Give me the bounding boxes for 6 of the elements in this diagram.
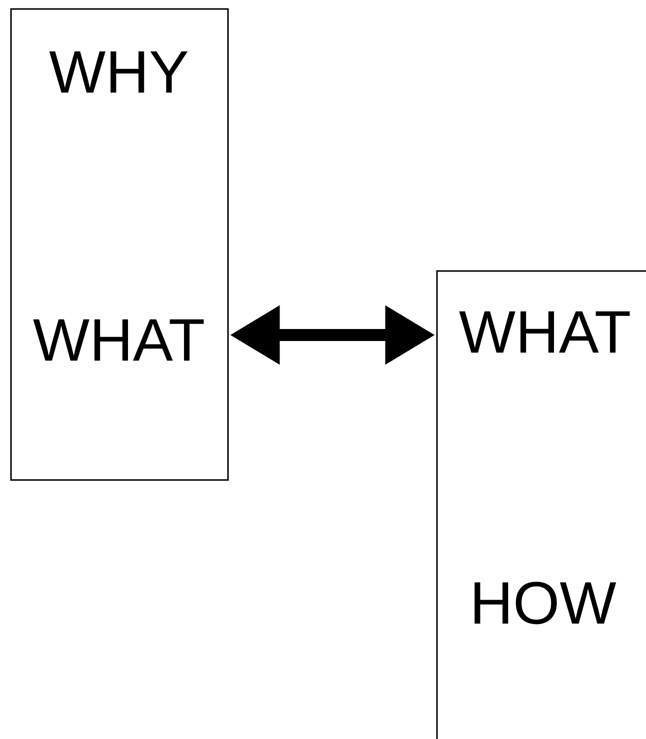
box	[436, 270, 646, 739]
box	[10, 8, 229, 481]
box-label: HOW	[474, 582, 616, 624]
box-label: WHAT	[33, 319, 204, 361]
box-label: WHAT	[459, 311, 630, 353]
box-label: WHY	[49, 51, 188, 93]
